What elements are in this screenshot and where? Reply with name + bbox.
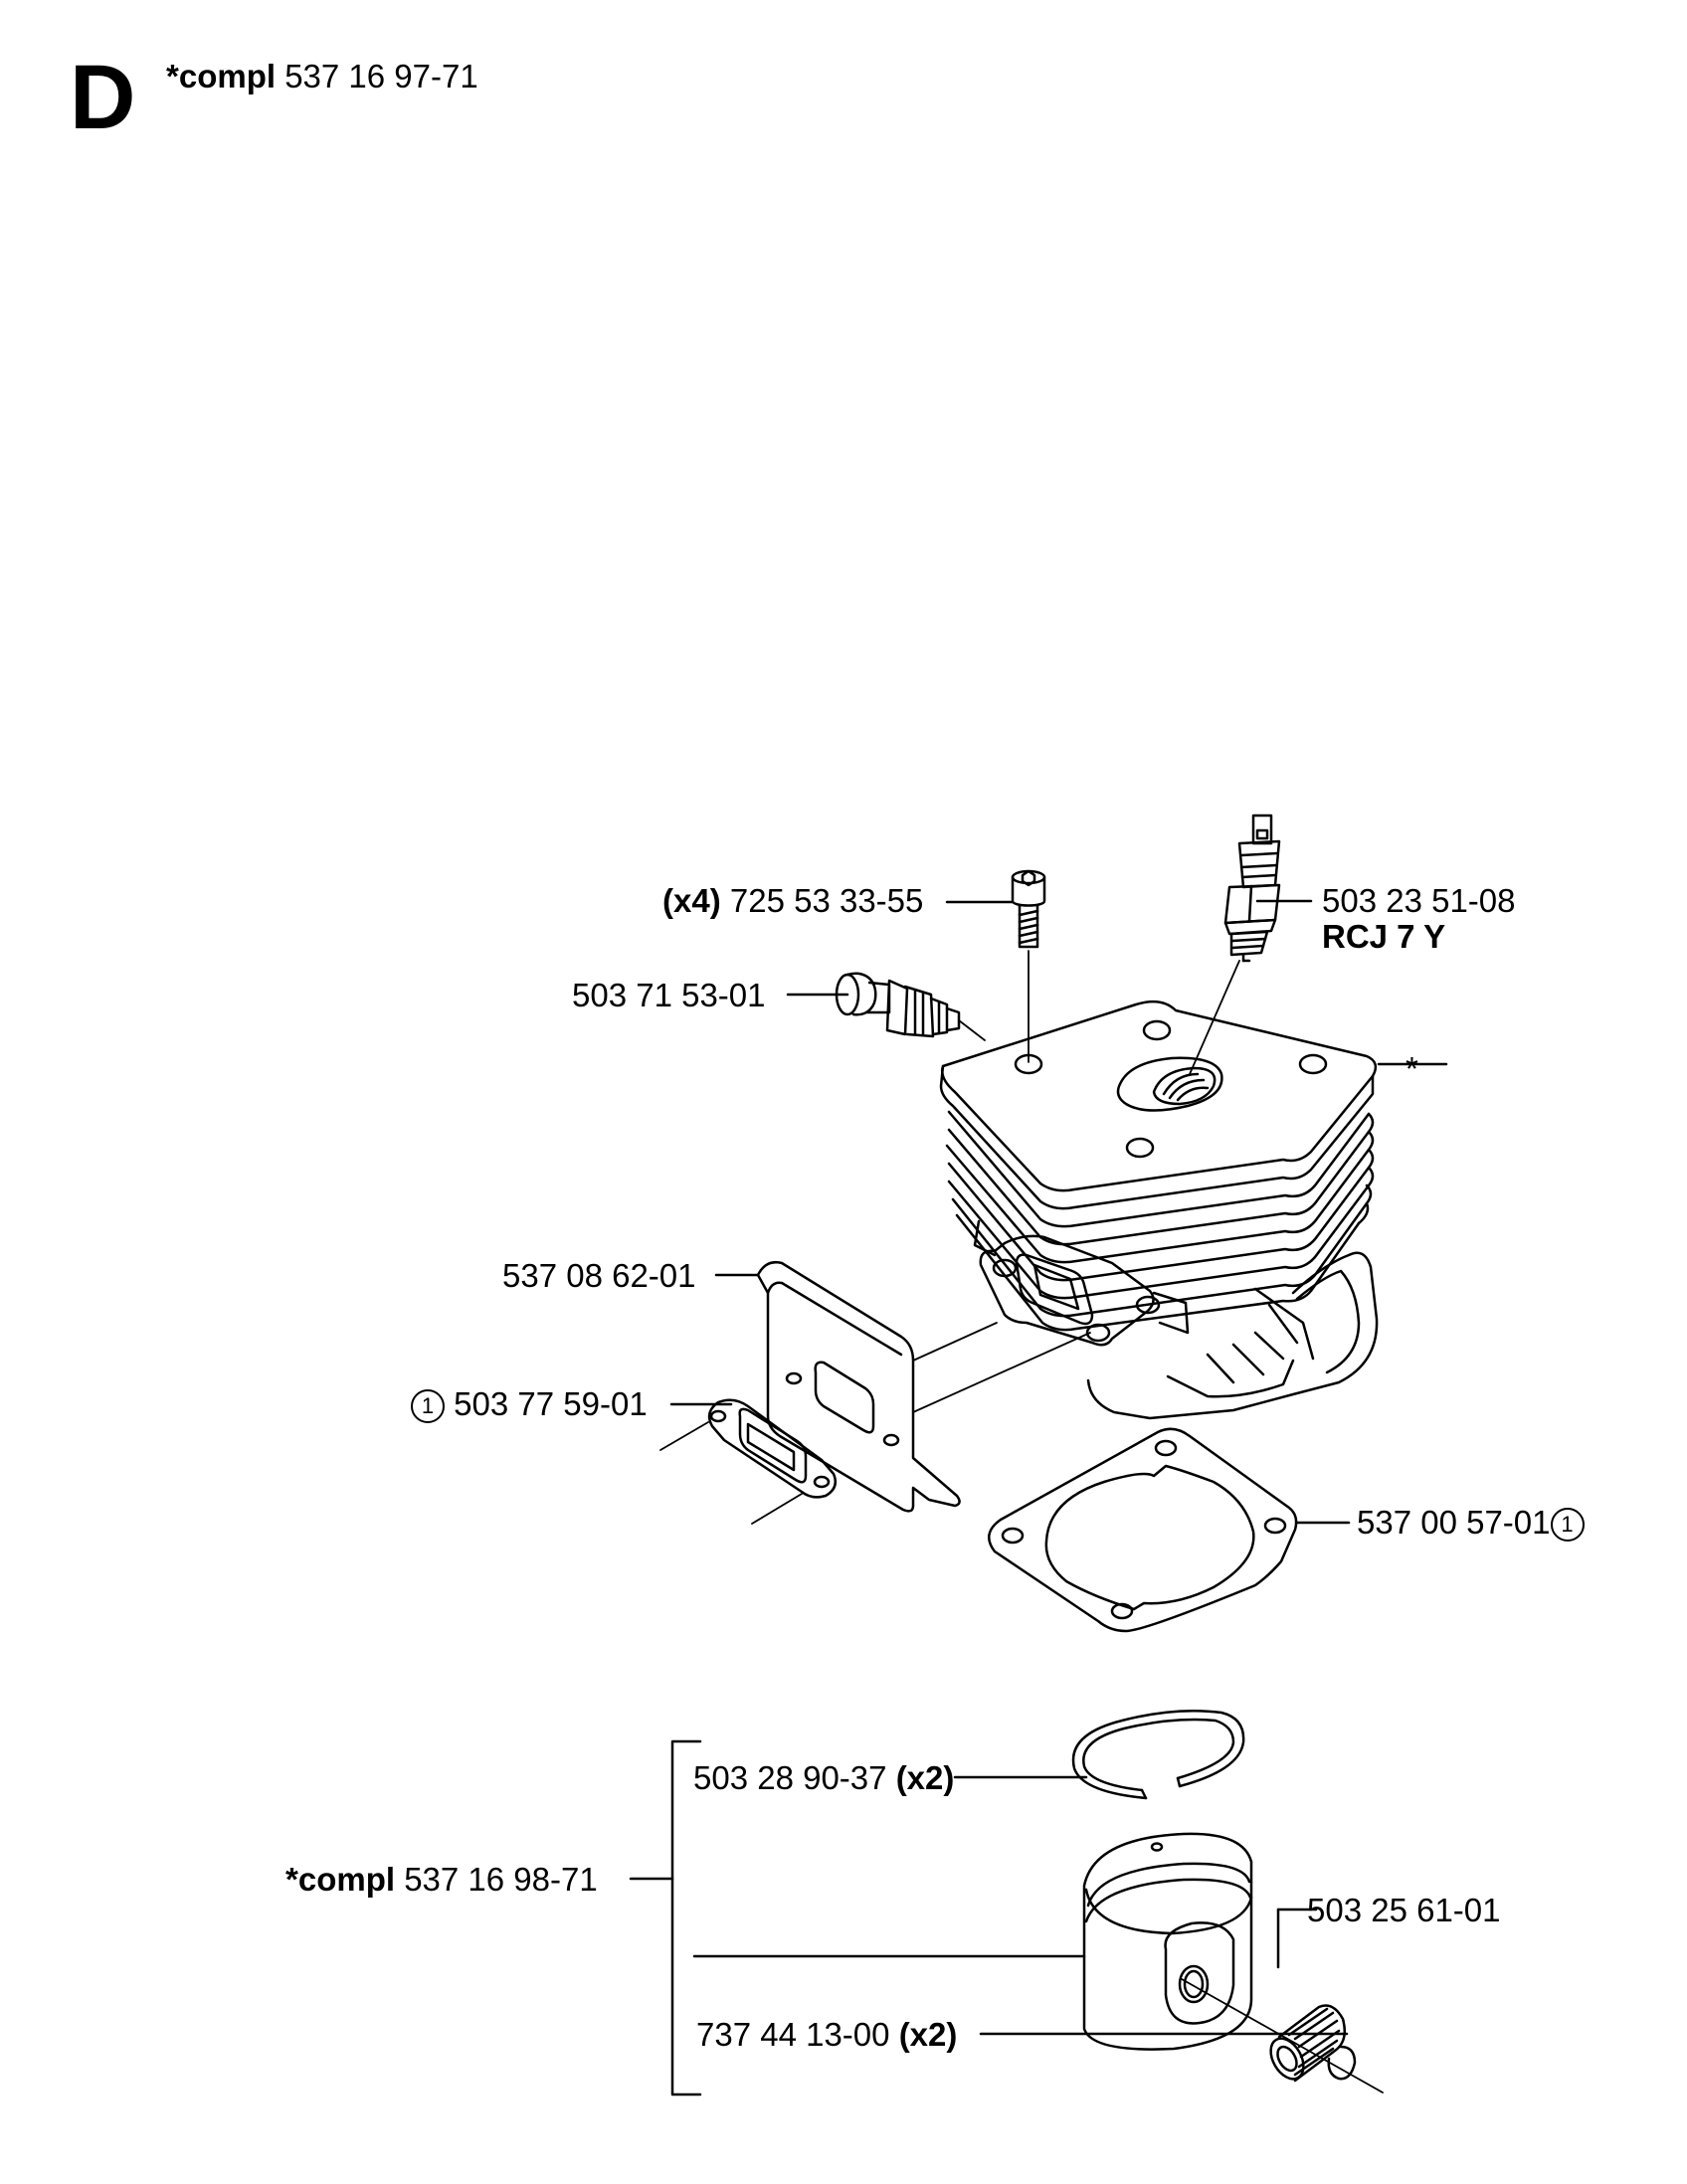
piston-ring-part-number: 503 28 90-37 bbox=[693, 1759, 887, 1796]
piston-ring-callout: 503 28 90-37 (x2) bbox=[693, 1761, 954, 1794]
heat-shield-part bbox=[758, 1262, 1090, 1511]
piston-ring-part bbox=[1073, 1711, 1243, 1798]
circlip-part-number: 737 44 13-00 bbox=[696, 2016, 890, 2053]
cylinder-gasket-part-number: 537 00 57-01 bbox=[1357, 1504, 1551, 1541]
cylinder-marker: * bbox=[1406, 1050, 1418, 1087]
screw-callout: (x4) 725 53 33-55 bbox=[662, 884, 923, 917]
decomp-valve-callout: 503 71 53-01 bbox=[572, 977, 766, 1013]
spark-plug-part bbox=[1190, 816, 1279, 1074]
screw-part bbox=[1013, 871, 1044, 1062]
piston-part bbox=[1084, 1834, 1251, 2050]
screw-part-number: 725 53 33-55 bbox=[729, 882, 924, 919]
decompression-valve-part bbox=[837, 974, 985, 1040]
piston-kit-callout: *compl 537 16 98-71 bbox=[285, 1863, 598, 1896]
header-assembly-number: *compl 537 16 97-71 bbox=[166, 60, 478, 92]
piston-kit-compl-prefix: *compl bbox=[285, 1861, 396, 1898]
needle-bearing-part bbox=[1264, 2006, 1345, 2086]
spark-plug-callout: 503 23 51-08 bbox=[1322, 884, 1516, 917]
exhaust-gasket-callout: 1 503 77 59-01 bbox=[411, 1387, 648, 1423]
piston-ring-qty: (x2) bbox=[895, 1759, 955, 1796]
circlip-qty: (x2) bbox=[898, 2016, 958, 2053]
spark-plug-type: RCJ 7 Y bbox=[1322, 918, 1446, 955]
header-compl-prefix: *compl bbox=[166, 58, 277, 94]
circled-ref-icon: 1 bbox=[1550, 1508, 1585, 1542]
needle-bearing-callout: 503 25 61-01 bbox=[1307, 1892, 1501, 1928]
cylinder-gasket-part bbox=[989, 1429, 1296, 1631]
exhaust-gasket-part bbox=[660, 1400, 836, 1524]
circlip-part bbox=[1182, 1979, 1383, 2093]
section-letter: D bbox=[70, 47, 136, 148]
exhaust-gasket-part-number: 503 77 59-01 bbox=[454, 1385, 648, 1422]
spark-plug-part-number: 503 23 51-08 bbox=[1322, 882, 1516, 919]
heat-shield-callout: 537 08 62-01 bbox=[502, 1257, 696, 1294]
leader-lines bbox=[631, 901, 1446, 2094]
cylinder-part bbox=[941, 1001, 1377, 1418]
screw-qty: (x4) bbox=[662, 882, 721, 919]
piston-kit-part-number: 537 16 98-71 bbox=[404, 1861, 598, 1898]
header-compl-number: 537 16 97-71 bbox=[284, 58, 478, 94]
circlip-callout: 737 44 13-00 (x2) bbox=[696, 2018, 957, 2051]
circled-ref-icon: 1 bbox=[411, 1389, 445, 1423]
